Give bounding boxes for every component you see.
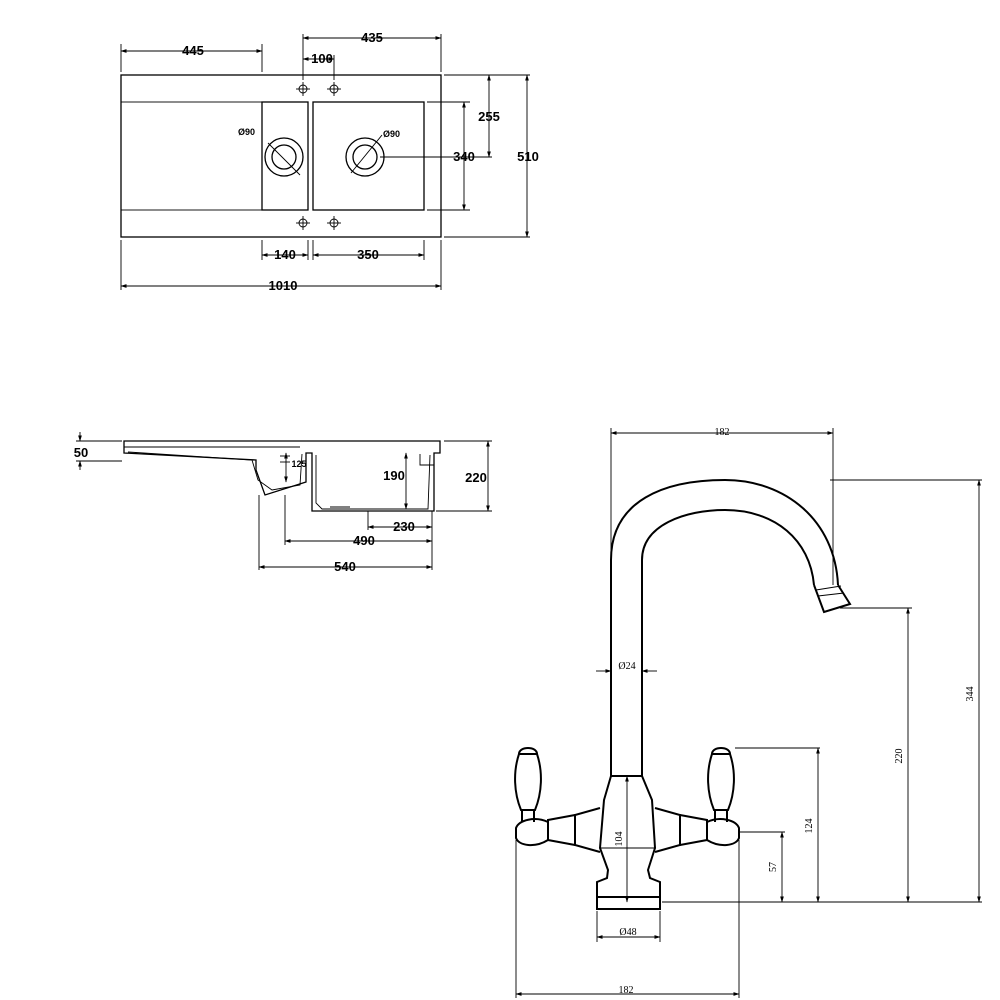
dim-overall-depth: 510 [517, 149, 539, 164]
dim-spout-height: 220 [894, 749, 905, 764]
small-bowl-waste [264, 137, 304, 177]
dim-to-centre: 255 [478, 109, 500, 124]
dim-overall-height: 220 [465, 470, 487, 485]
dim-right-width: 435 [361, 30, 383, 45]
dim-body-height: 104 [614, 832, 625, 847]
dim-valve-height: 57 [768, 862, 779, 872]
dim-spout-diameter: Ø24 [618, 661, 635, 672]
dim-small-bowl-depth: 125 [291, 459, 306, 469]
dim-left-width: 445 [182, 43, 204, 58]
dim-drain-offset: 230 [393, 519, 415, 534]
tap-hole-marks [296, 82, 341, 230]
dim-large-bowl-depth: 190 [383, 468, 405, 483]
dim-overall-height: 344 [965, 687, 976, 702]
right-handle [707, 753, 735, 811]
small-waste-label: Ø90 [238, 127, 255, 137]
dim-bowl-length: 340 [453, 149, 475, 164]
left-handle [514, 753, 542, 811]
dim-spout-reach: 182 [715, 427, 730, 438]
left-valve [574, 807, 601, 853]
dim-tap-spacing: 100 [311, 51, 333, 66]
tap-view: 182 Ø24 344 220 124 104 57 Ø48 182 [514, 427, 982, 998]
dim-combined-width: 540 [334, 559, 356, 574]
dim-bowls-width: 490 [353, 533, 375, 548]
dim-handle-span: 182 [619, 985, 634, 996]
section-profile [123, 440, 441, 512]
large-bowl [312, 101, 425, 211]
dim-handle-height: 124 [804, 819, 815, 834]
plan-view: Ø90 Ø90 445 435 100 255 [120, 30, 539, 293]
right-valve [654, 807, 681, 853]
large-bowl-waste [345, 134, 385, 177]
small-bowl [261, 101, 309, 211]
large-waste-label: Ø90 [383, 129, 400, 139]
drainer-recess [120, 101, 263, 211]
dim-large-bowl: 350 [357, 247, 379, 262]
section-view: 50 125 190 220 230 490 540 [74, 432, 492, 574]
tap-body [596, 775, 661, 898]
dim-small-bowl: 140 [274, 247, 296, 262]
dim-rim-height: 50 [74, 445, 88, 460]
tap-spout [610, 478, 839, 776]
dim-overall-length: 1010 [269, 278, 298, 293]
dim-base-diameter: Ø48 [619, 927, 636, 938]
